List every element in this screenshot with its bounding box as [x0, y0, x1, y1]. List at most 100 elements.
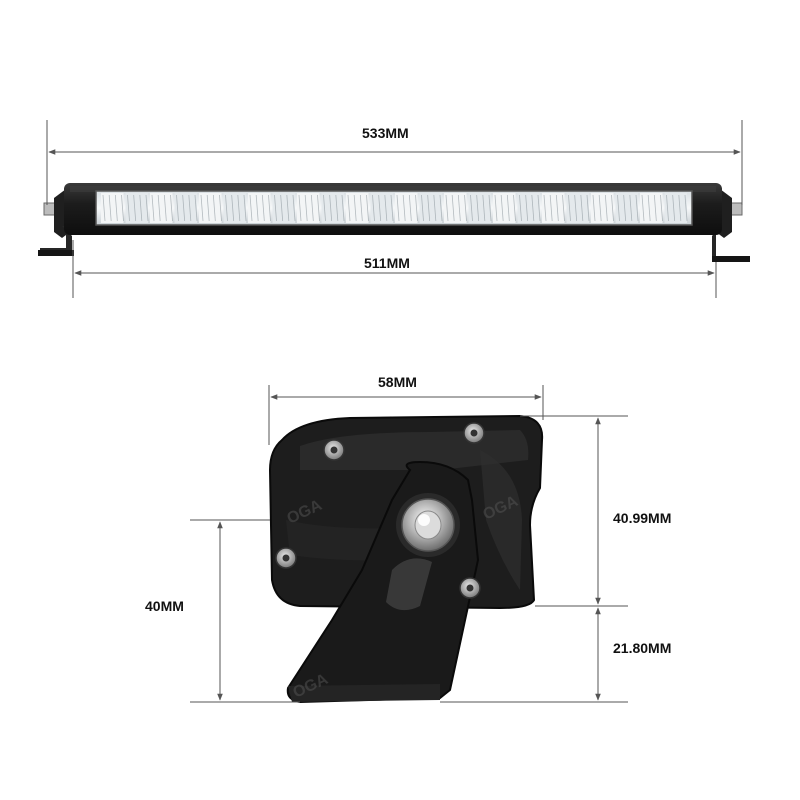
reflector-line: [194, 194, 198, 222]
reflector-line: [188, 194, 192, 222]
reflector-line: [647, 194, 651, 222]
reflector-line: [537, 194, 541, 222]
reflector-line: [139, 194, 143, 222]
screw-lower-left: [275, 547, 297, 569]
led-cell: [297, 193, 320, 223]
reflector-line: [555, 194, 559, 222]
led-cell: [248, 193, 271, 223]
reflector-line: [353, 194, 357, 222]
led-cell: [542, 193, 565, 223]
reflector-line: [451, 194, 455, 222]
led-cell: [419, 193, 442, 223]
reflector-line: [402, 194, 406, 222]
reflector-line: [292, 194, 296, 222]
reflector-line: [114, 194, 118, 222]
reflector-line: [653, 194, 657, 222]
reflector-line: [439, 194, 443, 222]
reflector-line: [231, 194, 235, 222]
reflector-line: [329, 194, 333, 222]
reflector-line: [151, 194, 155, 222]
led-cell: [640, 193, 663, 223]
led-cell: [272, 193, 295, 223]
reflector-line: [157, 194, 161, 222]
led-cell: [223, 193, 246, 223]
reflector-line: [280, 194, 284, 222]
reflector-line: [433, 194, 437, 222]
led-cell: [664, 193, 687, 223]
reflector-line: [568, 194, 571, 222]
reflector-line: [268, 194, 271, 222]
reflector-line: [335, 194, 339, 222]
led-cell: [346, 193, 369, 223]
led-cell: [125, 193, 148, 223]
reflector-line: [641, 194, 645, 222]
reflector-line: [519, 194, 522, 222]
reflector-line: [617, 194, 620, 222]
led-cell: [615, 193, 638, 223]
housing-length-dimension: [72, 240, 717, 298]
reflector-line: [372, 194, 375, 222]
reflector-line: [531, 194, 535, 222]
reflector-line: [500, 194, 504, 222]
reflector-line: [317, 194, 320, 222]
reflector-line: [298, 194, 302, 222]
reflector-line: [243, 194, 247, 222]
housing-width-label: 58MM: [378, 374, 417, 390]
led-cell: [591, 193, 614, 223]
screw-top-left: [323, 439, 345, 461]
reflector-line: [445, 194, 449, 222]
reflector-line: [286, 194, 290, 222]
led-cell: [395, 193, 418, 223]
reflector-line: [482, 194, 486, 222]
reflector-line: [145, 194, 149, 222]
reflector-line: [660, 194, 663, 222]
reflector-line: [592, 194, 596, 222]
led-cell: [174, 193, 197, 223]
reflector-line: [415, 194, 418, 222]
reflector-line: [549, 194, 553, 222]
led-cell: [493, 193, 516, 223]
reflector-line: [200, 194, 204, 222]
reflector-line: [341, 194, 345, 222]
reflector-line: [470, 194, 473, 222]
led-cell: [444, 193, 467, 223]
reflector-line: [310, 194, 314, 222]
reflector-line: [586, 194, 590, 222]
led-cell: [468, 193, 491, 223]
led-cell: [370, 193, 393, 223]
reflector-line: [219, 194, 222, 222]
height-dimensions: [440, 415, 628, 703]
reflector-line: [102, 194, 106, 222]
reflector-line: [127, 194, 130, 222]
housing-length-label: 511MM: [364, 255, 410, 271]
reflector-line: [384, 194, 388, 222]
reflector-line: [206, 194, 210, 222]
housing-width-dimension: [268, 385, 544, 445]
reflector-line: [347, 194, 351, 222]
led-cell: [101, 193, 124, 223]
reflector-line: [133, 194, 137, 222]
led-cell: [321, 193, 344, 223]
reflector-line: [396, 194, 400, 222]
reflector-line: [212, 194, 216, 222]
reflector-line: [464, 194, 467, 222]
reflector-line: [249, 194, 253, 222]
screw-top-right: [463, 422, 485, 444]
light-bar-side-view: OGA OGA OGA: [268, 414, 544, 704]
reflector-line: [611, 194, 614, 222]
reflector-line: [121, 194, 124, 222]
reflector-line: [604, 194, 608, 222]
reflector-line: [672, 194, 676, 222]
reflector-line: [427, 194, 431, 222]
reflector-line: [170, 194, 173, 222]
reflector-line: [623, 194, 627, 222]
reflector-line: [366, 194, 369, 222]
reflector-line: [421, 194, 424, 222]
reflector-line: [457, 194, 461, 222]
overall-length-label: 533MM: [362, 125, 409, 141]
led-cell: [566, 193, 589, 223]
reflector-line: [261, 194, 265, 222]
reflector-line: [666, 194, 669, 222]
reflector-line: [684, 194, 688, 222]
